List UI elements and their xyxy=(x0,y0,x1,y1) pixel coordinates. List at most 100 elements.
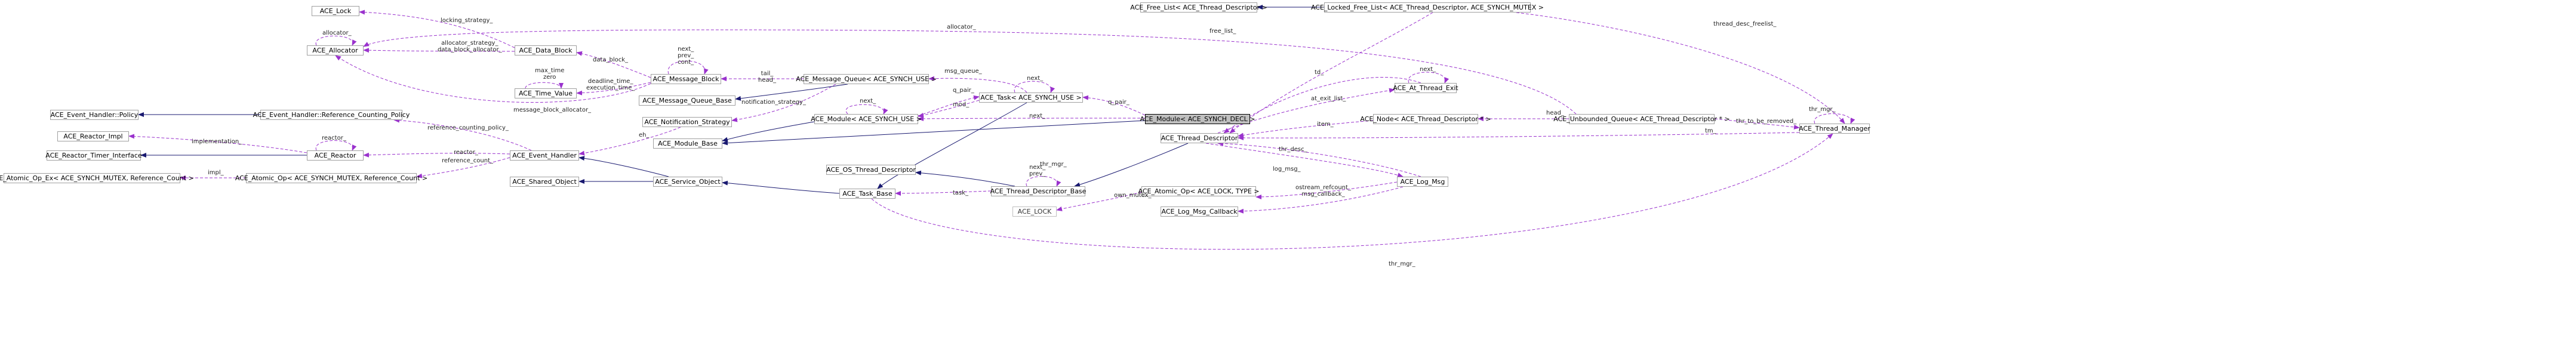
edge-next-module2 xyxy=(918,116,1146,121)
edge-free-list xyxy=(1229,12,1433,134)
edge-deadline-time xyxy=(576,82,651,95)
edge-label-reactor: reactor_ xyxy=(454,149,478,156)
edge-inherit-task-base xyxy=(877,102,1027,189)
edge-locking-strategy xyxy=(359,10,515,48)
edge-next-prev-tdb xyxy=(1026,176,1061,187)
edge-inherit-os-thread-desc xyxy=(915,170,1015,187)
node-atomic-op-ex[interactable]: ACE_Atomic_Op_Ex< ACE_SYNCH_MUTEX, Refer… xyxy=(0,173,194,183)
edge-label-notification-strategy: notification_strategy_ xyxy=(741,99,806,106)
node-ace-message-queue[interactable]: ACE_Message_Queue< ACE_SYNCH_USE > xyxy=(796,74,937,84)
edge-at-exit-list xyxy=(1217,88,1395,134)
node-ace-notification-strategy[interactable]: ACE_Notification_Strategy xyxy=(642,117,732,127)
edge-reactor-self xyxy=(315,140,357,151)
edge-next-module xyxy=(845,104,888,115)
edge-message-block-allocator xyxy=(335,55,651,103)
node-ace-log-msg-callback[interactable]: ACE_Log_Msg_Callback xyxy=(1161,207,1238,217)
node-ace-free-list[interactable]: ACE_Free_List< ACE_Thread_Descriptor > xyxy=(1130,2,1267,13)
edge-label-data-block: data_block_ xyxy=(593,57,629,63)
node-ace-shared-object[interactable]: ACE_Shared_Object xyxy=(510,177,579,187)
edge-thr-mgr-bottom xyxy=(871,133,1833,250)
edge-label-allocator-long: allocator_ xyxy=(947,24,976,30)
node-ace-reactor-timer-interface[interactable]: ACE_Reactor_Timer_Interface xyxy=(45,150,142,161)
edge-label-max-time: max_time zero xyxy=(535,67,565,81)
edge-label-deadline-time: deadline_time_ execution_time_ xyxy=(586,78,635,91)
edge-label-next-module: next_ xyxy=(860,98,876,104)
edge-label-allocator-self: allocator_ xyxy=(322,30,352,36)
edge-label-ostream-refcount: ostream_refcount_ msg_callback_ xyxy=(1295,184,1351,198)
node-eh-reference-counting-policy[interactable]: ACE_Event_Handler::Reference_Counting_Po… xyxy=(253,110,410,120)
node-ace-data-block[interactable]: ACE_Data_Block xyxy=(515,45,577,56)
node-eh-policy[interactable]: ACE_Event_Handler::Policy xyxy=(50,110,139,120)
node-ace-thread-descriptor[interactable]: ACE_Thread_Descriptor xyxy=(1161,133,1238,143)
edge-log-msg xyxy=(1217,141,1421,177)
edge-label-thr-desc: thr_desc_ xyxy=(1279,146,1307,153)
edge-thr-to-be-removed xyxy=(1714,118,1800,130)
edge-label-free-list: free_list_ xyxy=(1209,28,1236,35)
edge-label-tail-head: tail_ head_ xyxy=(758,70,776,84)
node-ace-message-block[interactable]: ACE_Message_Block xyxy=(651,74,721,84)
edge-reference-count xyxy=(416,157,510,178)
node-ace-locked-free-list[interactable]: ACE_Locked_Free_List< ACE_Thread_Descrip… xyxy=(1310,2,1544,13)
node-ace-log-msg[interactable]: ACE_Log_Msg xyxy=(1397,177,1448,187)
edge-log-msg-callback xyxy=(1238,186,1404,214)
node-ace-thread-manager[interactable]: ACE_Thread_Manager xyxy=(1799,124,1870,134)
edge-ostream-refcount xyxy=(1255,181,1398,199)
node-atomic-op-synch-mutex[interactable]: ACE_Atomic_Op< ACE_SYNCH_MUTEX, Referenc… xyxy=(235,173,428,183)
edge-own-mutex xyxy=(1056,192,1142,211)
node-ace-reactor[interactable]: ACE_Reactor xyxy=(307,150,364,161)
node-ace-module-base[interactable]: ACE_Module_Base xyxy=(653,138,722,149)
edge-label-reference-count: reference_count_ xyxy=(442,158,493,164)
edge-label-next-module2: next_ xyxy=(1029,113,1046,119)
node-ace-task[interactable]: ACE_Task< ACE_SYNCH_USE > xyxy=(979,93,1083,103)
edge-allocator-strategy xyxy=(363,48,515,53)
node-ace-reactor-impl[interactable]: ACE_Reactor_Impl xyxy=(57,131,129,141)
node-ace-node-td[interactable]: ACE_Node< ACE_Thread_Descriptor * > xyxy=(1360,114,1491,124)
edge-label-tm: tm_ xyxy=(1705,128,1716,134)
edge-label-thr-mgr-bottom: thr_mgr_ xyxy=(1389,261,1415,267)
node-ace-thread-descriptor-base[interactable]: ACE_Thread_Descriptor_Base xyxy=(990,186,1087,196)
edge-label-q-pair2: q_pair_ xyxy=(1108,99,1129,106)
edge-reactor xyxy=(363,152,510,158)
edge-thread-desc-freelist xyxy=(1516,12,1845,124)
edge-label-next-at-exit: next_ xyxy=(1420,66,1436,73)
node-ace-service-object[interactable]: ACE_Service_Object xyxy=(653,177,722,187)
edge-label-implementation: implementation_ xyxy=(192,138,242,145)
node-ace-at-thread-exit[interactable]: ACE_At_Thread_Exit xyxy=(1393,83,1458,93)
edge-task xyxy=(895,190,992,196)
edge-msg-queue xyxy=(928,76,1027,93)
edge-label-q-pair: q_pair_ xyxy=(953,87,974,94)
edge-label-thread-desc-freelist: thread_desc_freelist_ xyxy=(1713,21,1777,27)
node-ace-unbounded-queue[interactable]: ACE_Unbounded_Queue< ACE_Thread_Descript… xyxy=(1553,114,1730,124)
edge-inherit-module-base xyxy=(722,121,815,142)
node-ace-module-synch-decl[interactable]: ACE_Module< ACE_SYNCH_DECL > xyxy=(1140,114,1255,124)
node-ace-os-thread-descriptor[interactable]: ACE_OS_Thread_Descriptor xyxy=(826,165,916,175)
node-ace-time-value[interactable]: ACE_Time_Value xyxy=(515,88,577,98)
edge-label-impl: impl_ xyxy=(208,170,224,176)
edge-label-allocator-strategy: allocator_strategy_ data_block_allocator… xyxy=(438,40,502,53)
node-ace-module[interactable]: ACE_Module< ACE_SYNCH_USE > xyxy=(811,114,922,124)
edge-inherit-tdb xyxy=(1074,143,1189,187)
edge-thr-mgr-self xyxy=(1814,113,1855,124)
node-ace-lock[interactable]: ACE_Lock xyxy=(312,6,359,16)
edge-label-thr-mgr-log: thr_mgr_ xyxy=(1040,161,1067,168)
edge-label-thr-mgr-self: thr_mgr_ xyxy=(1809,106,1836,113)
edge-implementation xyxy=(128,134,307,153)
edge-q-pair2 xyxy=(1082,95,1146,116)
edge-allocator-long xyxy=(363,29,1577,115)
node-ace-event-handler[interactable]: ACE_Event_Handler xyxy=(510,150,579,161)
edge-label-eh: eh_ xyxy=(639,132,650,138)
edge-label-td: td_ xyxy=(1315,69,1324,76)
edge-label-reactor-self: reactor_ xyxy=(322,135,346,141)
node-atomic-op-lock-type[interactable]: ACE_Atomic_Op< ACE_LOCK, TYPE > xyxy=(1138,186,1260,196)
node-ace-task-base[interactable]: ACE_Task_Base xyxy=(839,189,895,199)
edge-label-next-task: next_ xyxy=(1027,75,1044,82)
edge-eh xyxy=(578,127,681,156)
node-ace-message-queue-base[interactable]: ACE_Message_Queue_Base xyxy=(639,95,735,106)
edge-max-time xyxy=(525,82,564,89)
edge-label-own-mutex: own_mutex_ xyxy=(1114,192,1152,199)
edge-label-reference-counting-policy: reference_counting_policy_ xyxy=(427,125,509,131)
edge-inherit-event-handler xyxy=(578,156,669,177)
node-ace-lock-plain[interactable]: ACE_LOCK xyxy=(1012,207,1057,217)
node-ace-allocator[interactable]: ACE_Allocator xyxy=(307,45,364,56)
